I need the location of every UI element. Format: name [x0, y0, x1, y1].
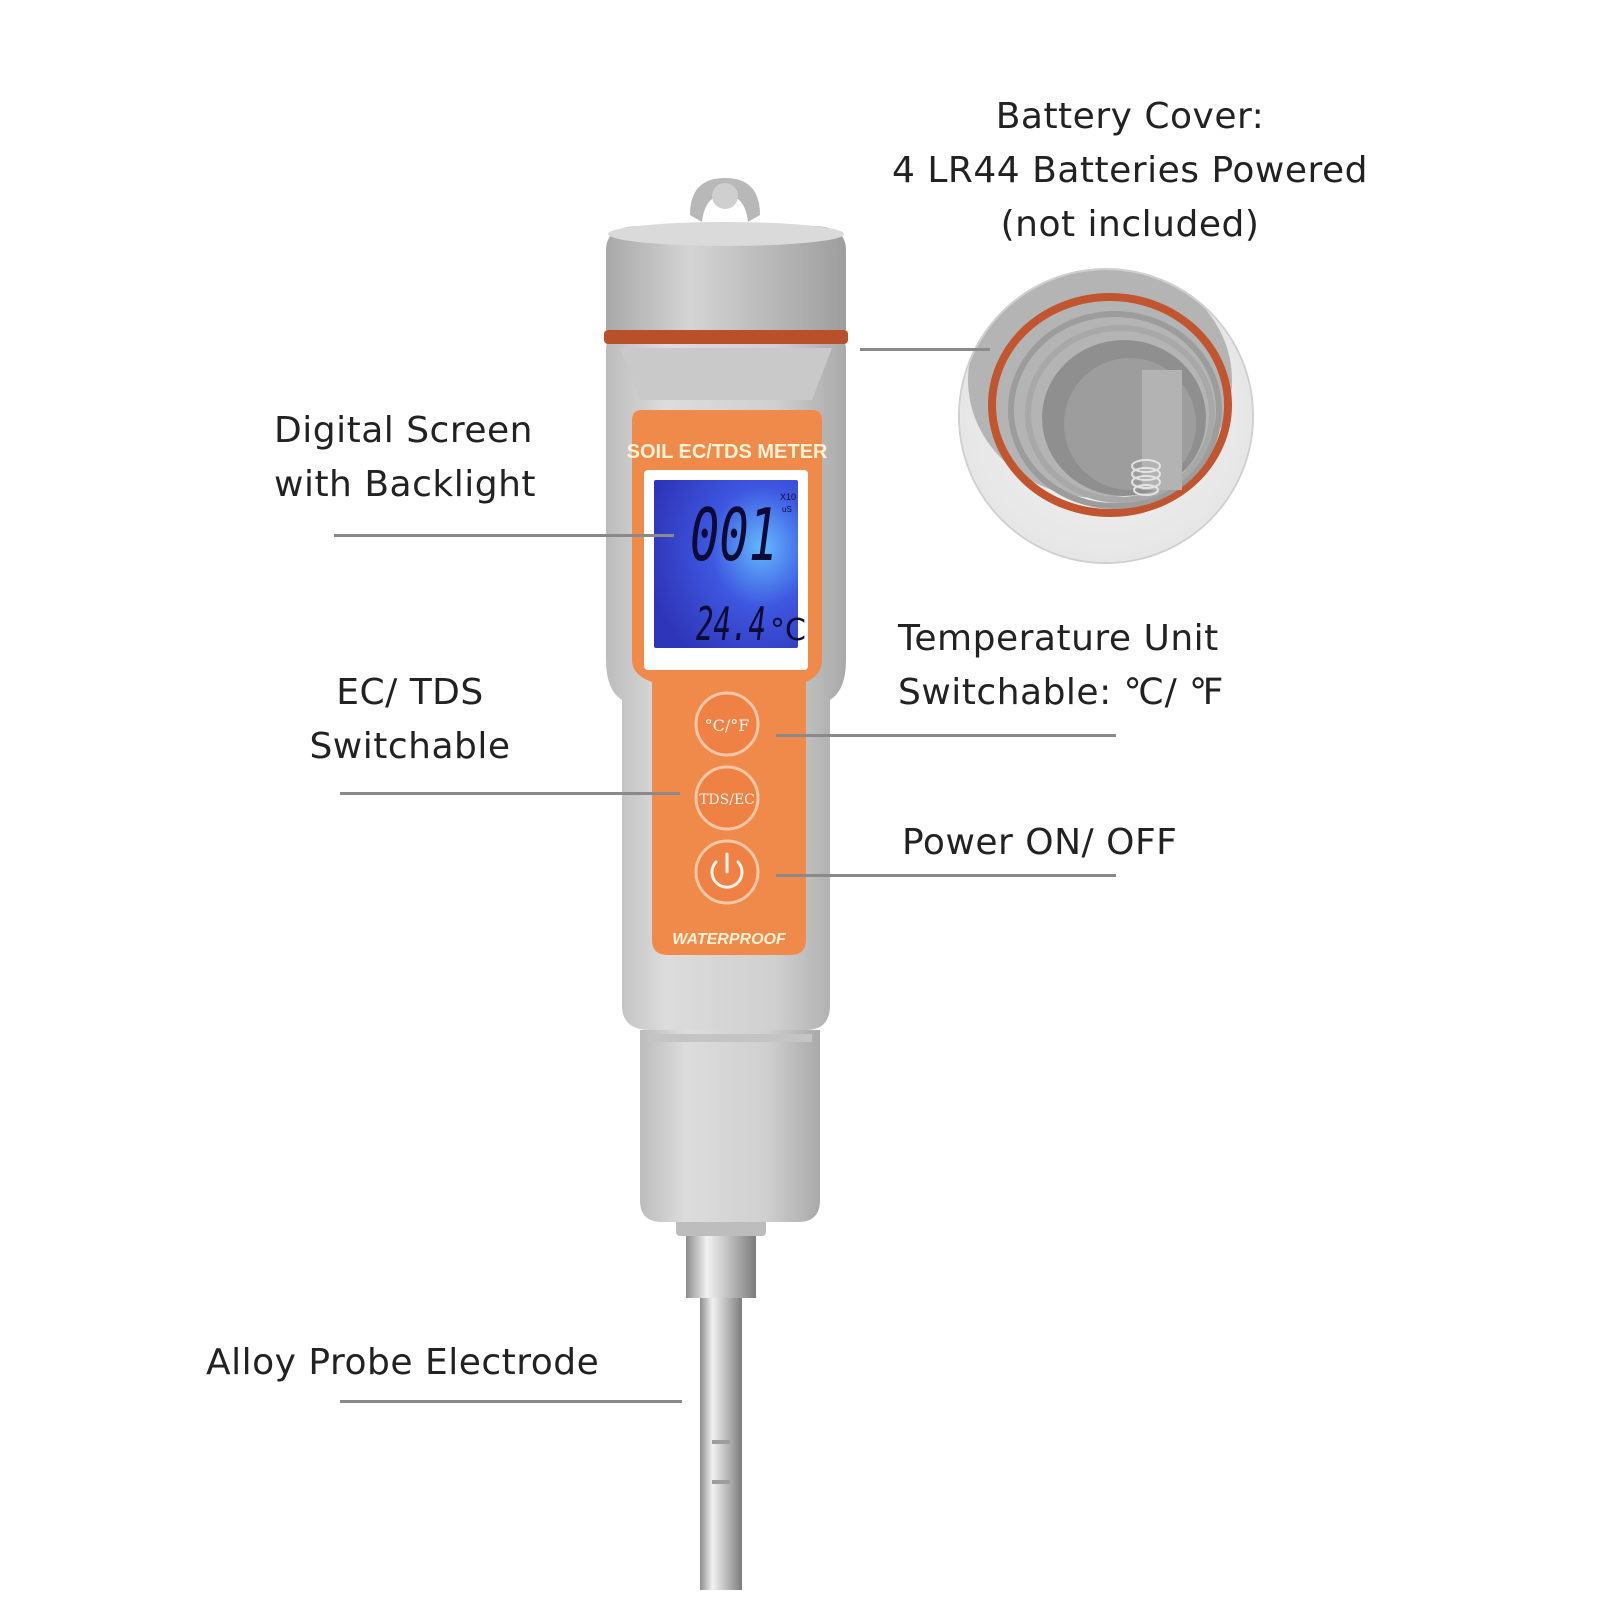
screen-temperature: 24.4 [696, 597, 766, 651]
battery-cover-leader [860, 348, 990, 351]
power-button[interactable] [694, 839, 760, 905]
temperature-unit-leader [776, 734, 1116, 737]
ec-tds-callout: EC/ TDS Switchable [290, 666, 530, 774]
screen-main-reading: 001 [690, 493, 778, 577]
probe-line-1: Alloy Probe Electrode [206, 1342, 600, 1383]
probe-leader [340, 1400, 682, 1403]
temp-unit-button[interactable]: °C/°F [694, 691, 760, 757]
power-leader [776, 874, 1116, 877]
temperature-unit-line-2: Switchable: ℃/ ℉ [898, 672, 1224, 713]
svg-text:TDS/EC: TDS/EC [699, 792, 755, 808]
battery-cover-line-2: 4 LR44 Batteries Powered [891, 150, 1368, 191]
power-callout: Power ON/ OFF [902, 816, 1177, 870]
digital-screen-leader [334, 534, 674, 537]
battery-cover-callout: Battery Cover: 4 LR44 Batteries Powered … [870, 90, 1390, 252]
digital-screen-line-1: Digital Screen [274, 410, 533, 451]
screen-unit-top: X10 [780, 492, 796, 502]
battery-spring-icon [1131, 459, 1161, 496]
mode-button[interactable]: TDS/EC [694, 765, 760, 831]
temperature-unit-callout: Temperature Unit Switchable: ℃/ ℉ [898, 612, 1224, 720]
power-line-1: Power ON/ OFF [902, 822, 1178, 863]
digital-screen-line-2: with Backlight [274, 464, 537, 505]
battery-cover-line-1: Battery Cover: [995, 96, 1265, 137]
screen-unit-bottom: uS [782, 505, 792, 514]
temperature-unit-line-1: Temperature Unit [898, 618, 1219, 659]
lower-housing [640, 1030, 820, 1222]
probe-electrode [676, 1214, 766, 1590]
battery-cover-inset [958, 268, 1254, 564]
front-panel: SOIL EC/TDS METER 001 X10 uS 24.4 °C °C/… [627, 410, 828, 955]
brand-label: SOIL EC/TDS METER [627, 441, 828, 463]
battery-cap [604, 178, 848, 344]
digital-screen-callout: Digital Screen with Backlight [274, 404, 536, 512]
screen-temperature-unit: °C [770, 613, 806, 648]
ec-tds-line-1: EC/ TDS [336, 672, 484, 713]
ec-tds-leader [340, 792, 680, 795]
probe-callout: Alloy Probe Electrode [206, 1336, 599, 1390]
svg-text:°C/°F: °C/°F [705, 716, 750, 735]
power-icon [710, 852, 744, 889]
ec-tds-line-2: Switchable [309, 726, 511, 767]
battery-cover-line-3: (not included) [1000, 204, 1260, 245]
waterproof-label: WATERPROOF [672, 931, 787, 948]
